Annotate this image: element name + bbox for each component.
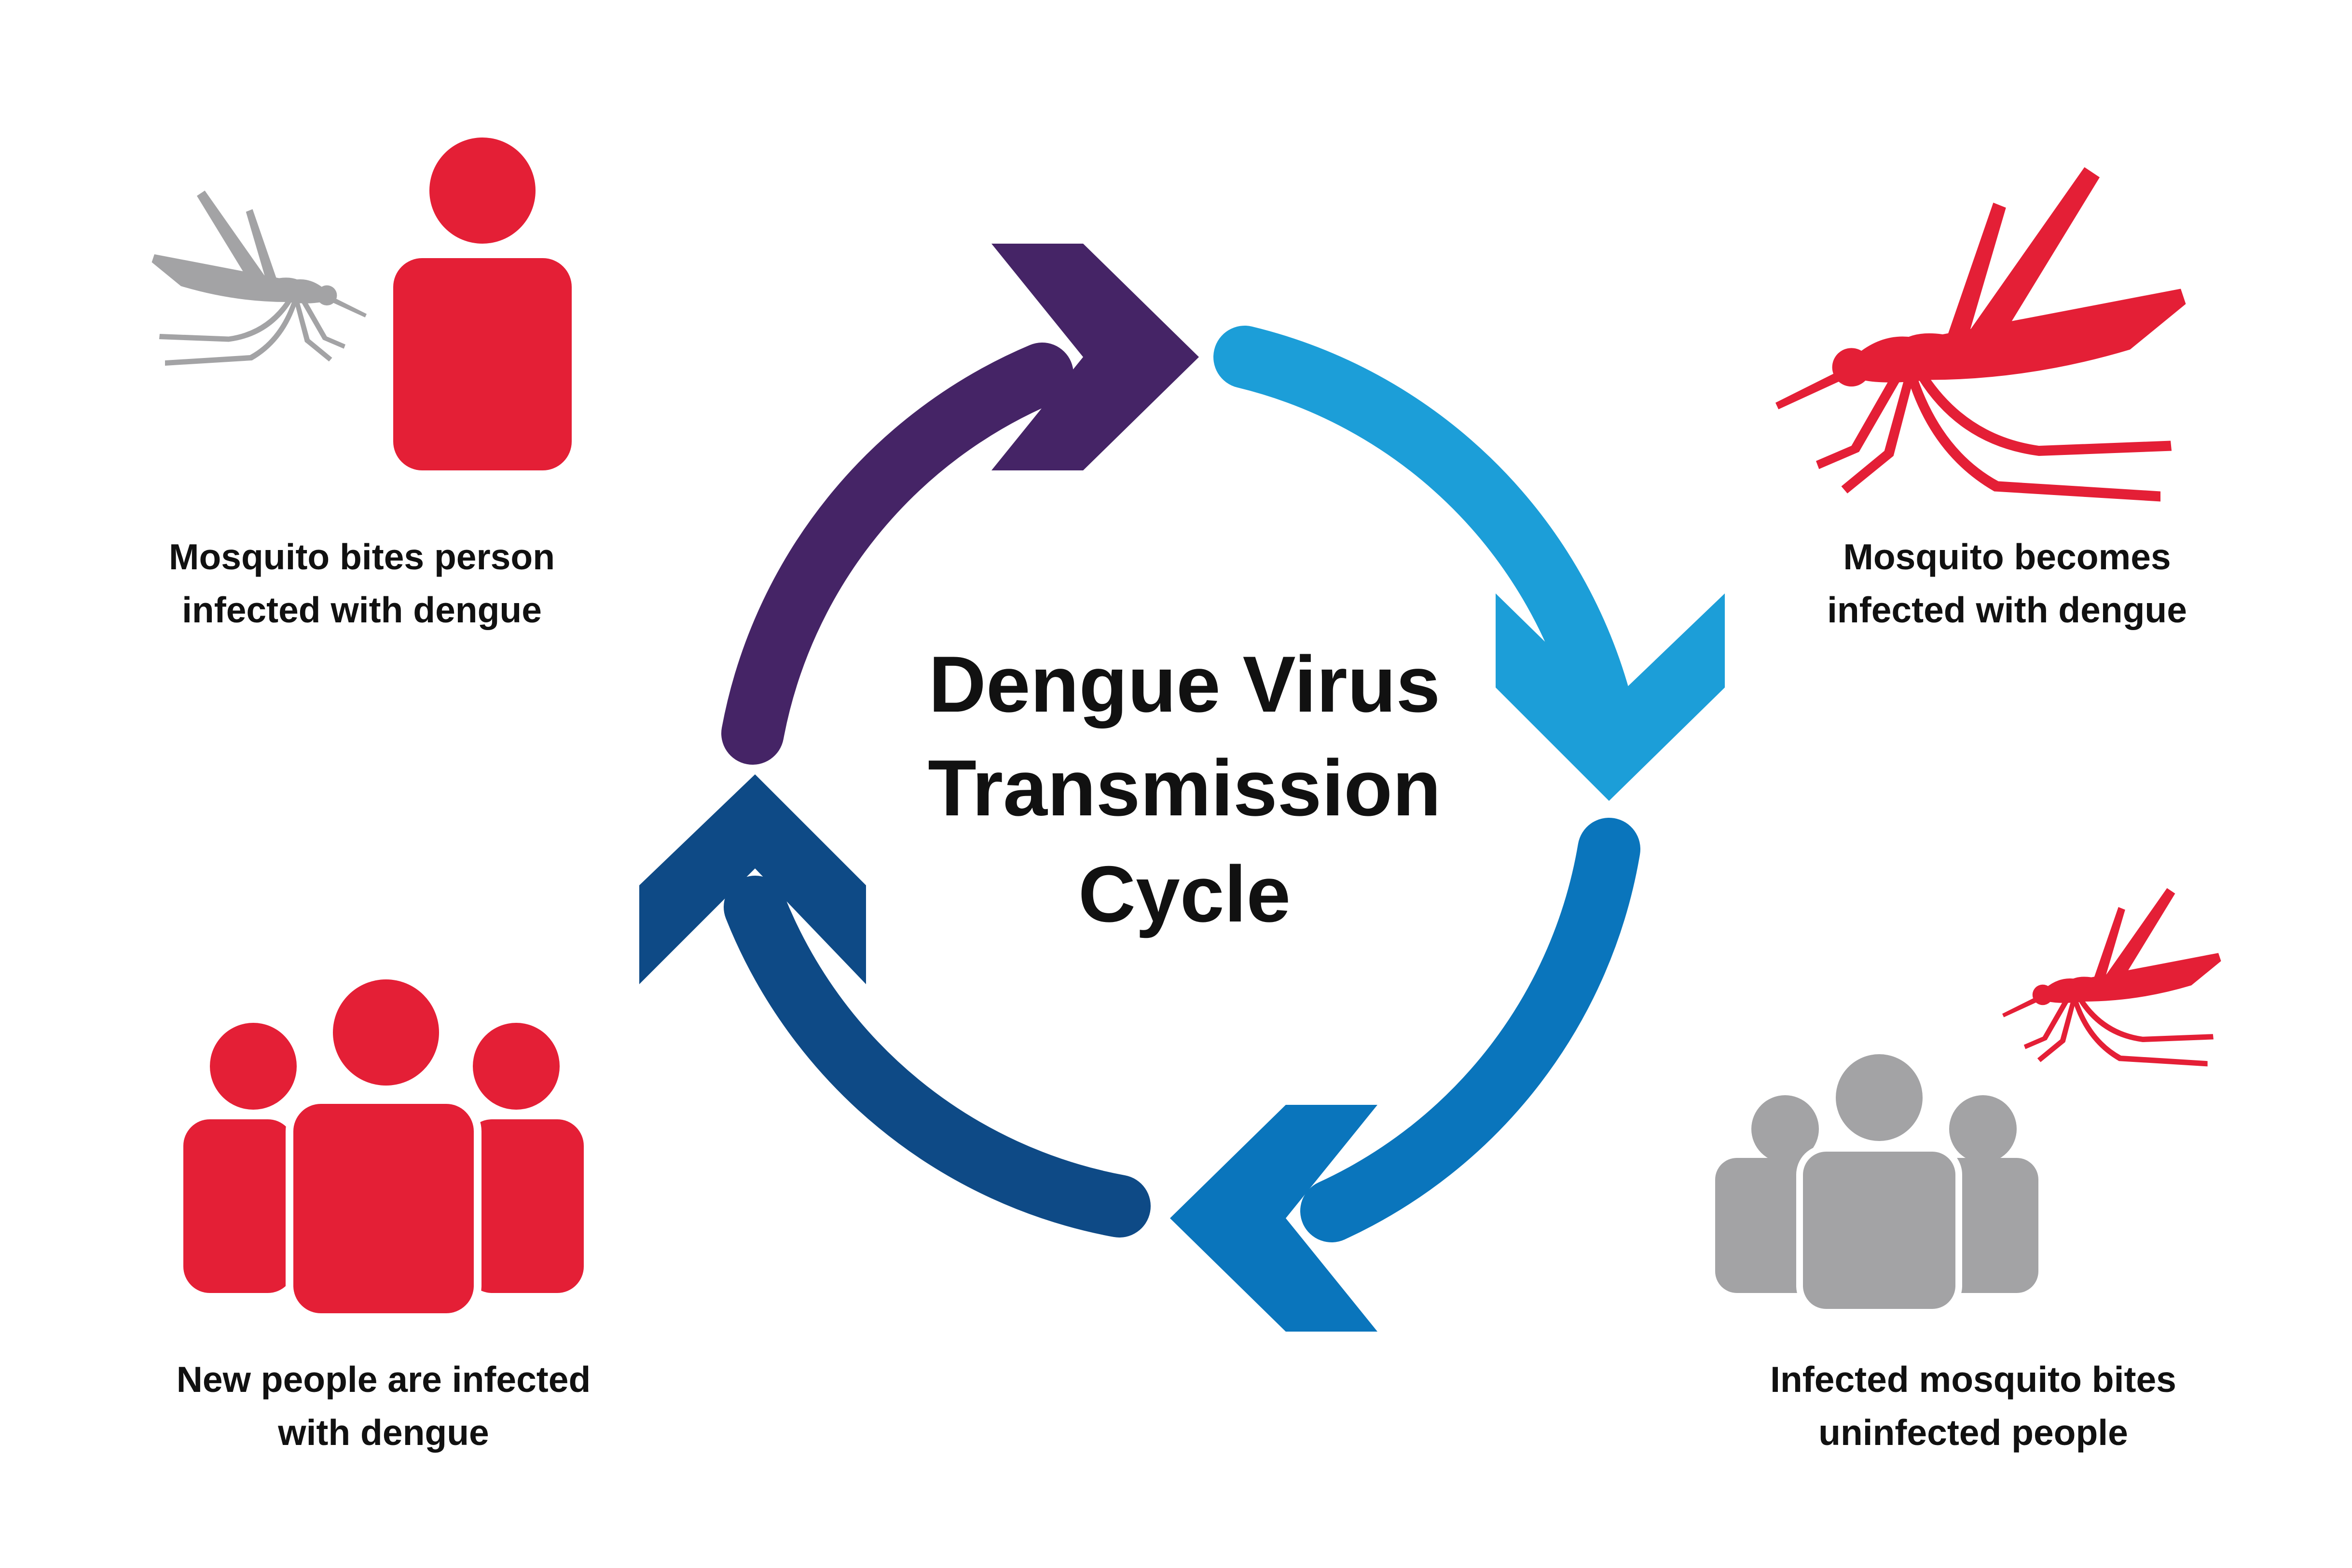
step-4-caption-line-1: New people are infected bbox=[177, 1359, 591, 1400]
step-1-caption-line-2: infected with dengue bbox=[182, 590, 542, 630]
arrowhead-purple bbox=[991, 244, 1199, 470]
step-1-illustration bbox=[151, 138, 572, 470]
single-person-icon bbox=[393, 138, 572, 470]
arrowhead-mid-blue bbox=[1170, 1105, 1377, 1332]
step-1-caption-line-1: Mosquito bites person bbox=[169, 536, 555, 577]
cycle-arc-purple bbox=[721, 343, 1073, 765]
arrowhead-dark-blue bbox=[639, 774, 866, 984]
step-3-caption: Infected mosquito bites uninfected peopl… bbox=[1770, 1359, 2176, 1453]
cycle-arc-mid-blue bbox=[1300, 818, 1640, 1242]
step-4-caption: New people are infected with dengue bbox=[177, 1359, 591, 1453]
title-line-2: Transmission bbox=[928, 743, 1441, 832]
red-mosquito-large-icon bbox=[1775, 167, 2186, 502]
step-1-caption: Mosquito bites person infected with deng… bbox=[169, 536, 555, 630]
arrowhead-light-blue bbox=[1496, 593, 1725, 801]
cycle-arc-dark-blue bbox=[724, 876, 1151, 1238]
cycle-arc-light-blue bbox=[1213, 326, 1631, 731]
gray-mosquito-icon bbox=[151, 191, 367, 366]
step-2-caption-line-1: Mosquito becomes bbox=[1843, 536, 2171, 577]
step-2-caption: Mosquito becomes infected with dengue bbox=[1827, 536, 2187, 630]
title-line-3: Cycle bbox=[1078, 850, 1291, 938]
step-3-caption-line-1: Infected mosquito bites bbox=[1770, 1359, 2176, 1400]
red-people-group-icon bbox=[183, 979, 584, 1321]
diagram-title: Dengue Virus Transmission Cycle bbox=[928, 640, 1441, 938]
step-4-caption-line-2: with dengue bbox=[277, 1412, 489, 1453]
step-2-caption-line-2: infected with dengue bbox=[1827, 590, 2187, 630]
title-line-1: Dengue Virus bbox=[929, 640, 1441, 729]
gray-people-group-icon bbox=[1715, 1054, 2038, 1316]
red-mosquito-small-icon bbox=[2002, 888, 2221, 1067]
step-3-caption-line-2: uninfected people bbox=[1818, 1412, 2128, 1453]
